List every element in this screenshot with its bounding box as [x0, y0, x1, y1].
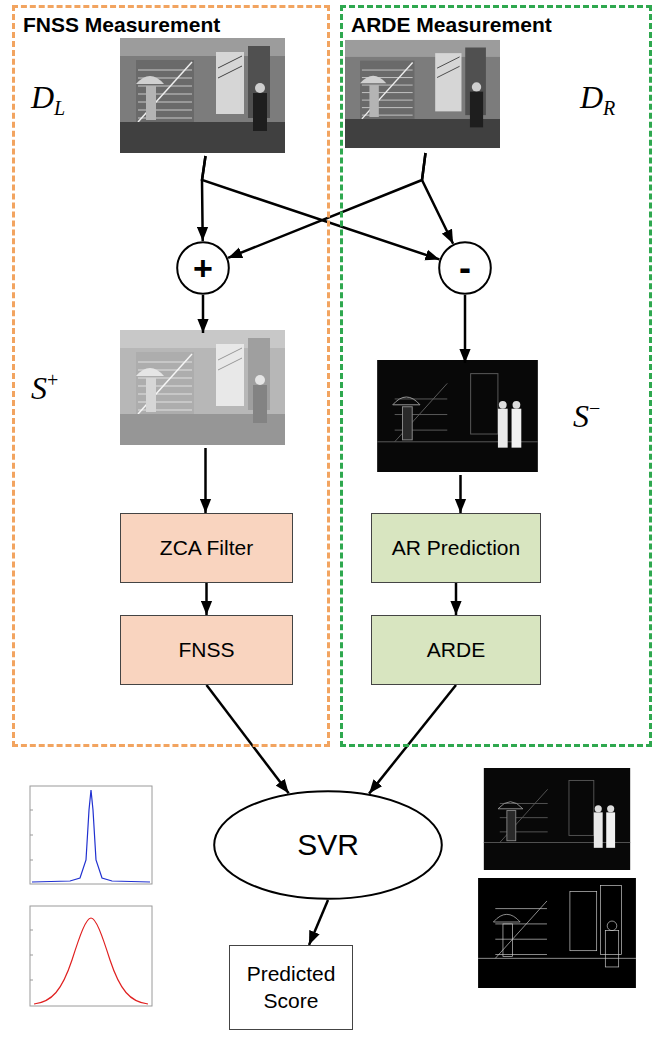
- ellipse-shape: [439, 242, 491, 294]
- arrow-connector: [202, 295, 205, 333]
- node-text: +: [193, 251, 213, 285]
- process-box: ZCA Filter: [120, 513, 293, 583]
- arrow-connector: [309, 900, 328, 945]
- left-view-image: [120, 38, 285, 153]
- plot-frame: [30, 786, 152, 884]
- node-text: ZCA Filter: [160, 535, 253, 561]
- process-box: ARDE: [371, 615, 541, 685]
- node-text: S+: [31, 369, 58, 407]
- node-text: ARDE Measurement: [351, 13, 552, 37]
- fnss-group: FNSS MeasurementDL+S+ZCA FilterFNSS: [12, 5, 330, 747]
- node-text: DL: [31, 79, 65, 120]
- subscript: R: [603, 97, 615, 119]
- difference-view: S−: [378, 363, 543, 475]
- arrow-connector: [205, 583, 208, 615]
- symbol-letter: D: [31, 79, 54, 115]
- superscript: −: [589, 397, 600, 419]
- node-text: -: [459, 250, 471, 286]
- process-box: FNSS: [120, 615, 293, 685]
- arrow-connector: [202, 156, 439, 259]
- plot-ticks: [30, 810, 33, 980]
- node-text: S−: [573, 397, 600, 435]
- regressor-ellipse: SVR: [213, 790, 443, 900]
- difference-image: [377, 360, 538, 472]
- ellipse-shape: [214, 791, 442, 899]
- node-text: ARDE: [427, 637, 485, 663]
- plot-frame: [30, 906, 152, 1006]
- symbol-letter: D: [580, 79, 603, 115]
- narrow-distribution: [32, 790, 150, 882]
- edge-image: [478, 878, 636, 988]
- arrow-connector: [369, 685, 456, 794]
- arrow-connector: [228, 153, 425, 258]
- symbol-letter: S: [31, 370, 47, 406]
- symbol-letter: S: [573, 398, 589, 434]
- left-view: DL: [123, 41, 288, 156]
- right-view-image: [345, 40, 500, 148]
- difference-operator: -: [438, 241, 492, 295]
- node-text: AR Prediction: [392, 535, 520, 561]
- output-box: Predicted Score: [229, 945, 353, 1030]
- arrow-connector: [455, 583, 458, 615]
- arrow-connector: [204, 448, 207, 513]
- prediction-error-image: [484, 768, 630, 870]
- arde-group: ARDE MeasurementDR - S− AR PredictionARDE: [340, 5, 652, 747]
- node-text: DR: [580, 79, 615, 120]
- arrow-connector: [422, 153, 453, 244]
- node-text: SVR: [297, 830, 359, 860]
- node-text: FNSS: [178, 637, 234, 663]
- node-text: Predicted Score: [236, 961, 346, 1014]
- sum-view: S+: [123, 333, 288, 448]
- sum-image: [120, 330, 285, 445]
- arrow-connector: [464, 295, 467, 363]
- superscript: +: [47, 369, 58, 391]
- subscript: L: [54, 97, 65, 119]
- ellipse-shape: [177, 242, 229, 294]
- sum-image-brighten: [120, 330, 285, 445]
- wide-distribution: [34, 918, 148, 1004]
- process-box: AR Prediction: [371, 513, 541, 583]
- arrow-connector: [207, 685, 289, 793]
- node-text: FNSS Measurement: [23, 13, 220, 37]
- distribution-plots: [30, 786, 152, 1006]
- sum-operator: +: [176, 241, 230, 295]
- arrow-connector: [459, 475, 462, 513]
- right-view: DR: [348, 41, 503, 153]
